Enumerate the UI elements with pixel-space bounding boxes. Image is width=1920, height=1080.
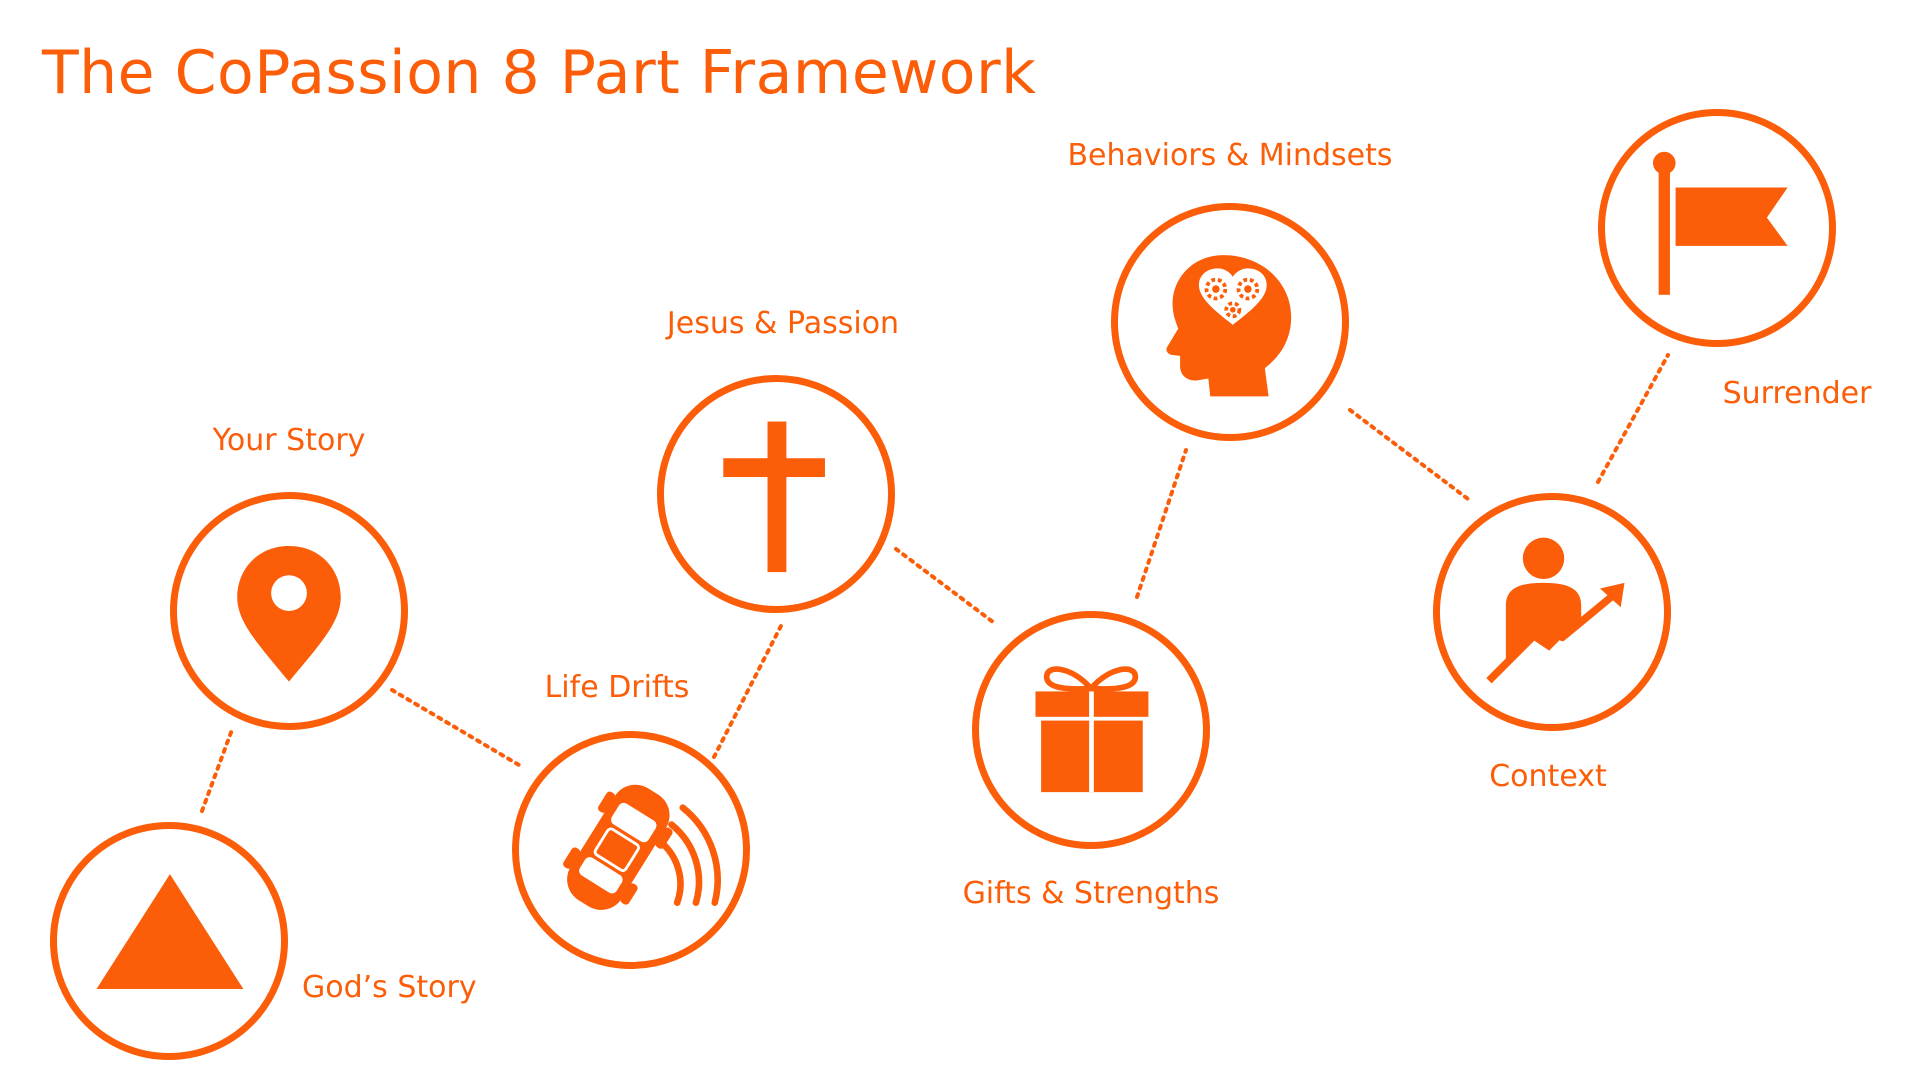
gift-icon: [1035, 666, 1149, 793]
connector-jesus-gifts: [894, 547, 995, 624]
connector-behaviors-context: [1348, 408, 1470, 501]
head-heart-gears-icon: [1166, 255, 1292, 397]
drifting-car-icon: [563, 784, 721, 910]
step-jesus-passion: [657, 375, 895, 613]
step-your-story: [170, 492, 408, 730]
cross-icon: [723, 421, 825, 573]
step-life-drifts: [512, 731, 750, 969]
step-gods-story: [50, 822, 288, 1060]
step-context: [1433, 493, 1671, 731]
step-label-life-drifts: Life Drifts: [544, 670, 690, 705]
connector-context-surrender: [1596, 353, 1670, 484]
flag-icon: [1653, 151, 1788, 295]
step-surrender: [1598, 109, 1836, 347]
step-label-your-story: Your Story: [212, 423, 366, 458]
step-label-gods-story: God’s Story: [302, 970, 477, 1005]
step-behaviors-mindsets: [1111, 203, 1349, 441]
location-pin-icon: [237, 546, 341, 682]
person-growth-arrow-icon: [1486, 537, 1625, 684]
triangle-icon: [96, 874, 244, 989]
step-gifts-strengths: [972, 611, 1210, 849]
connector-gifts-behaviors: [1135, 448, 1188, 599]
step-label-surrender: Surrender: [1722, 376, 1872, 411]
page-title: The CoPassion 8 Part Framework: [42, 38, 1037, 108]
step-label-behaviors-mindsets: Behaviors & Mindsets: [1067, 138, 1393, 173]
step-label-context: Context: [1489, 759, 1607, 794]
connector-your-story-life-drifts: [390, 688, 521, 767]
step-label-jesus-passion: Jesus & Passion: [666, 306, 900, 341]
step-label-gifts-strengths: Gifts & Strengths: [962, 876, 1220, 911]
connector-gods-story-your-story: [200, 725, 235, 813]
connector-life-drifts-jesus: [712, 620, 785, 759]
